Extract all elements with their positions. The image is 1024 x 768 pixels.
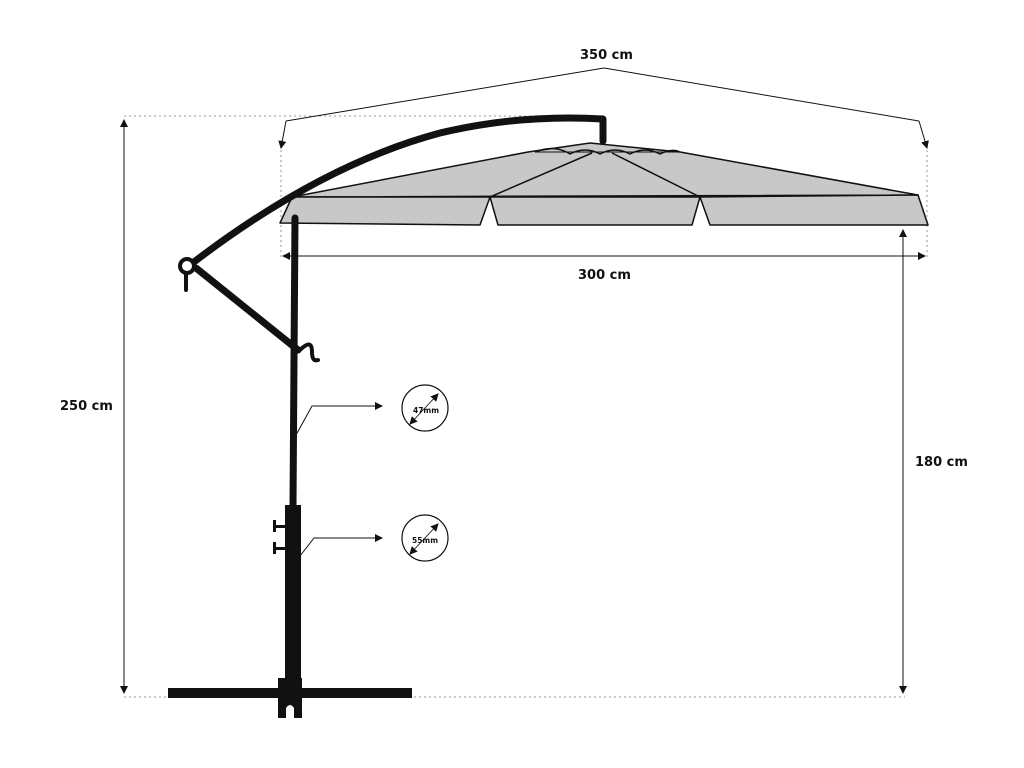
umbrella-base <box>168 505 412 718</box>
canopy-width-label: 300 cm <box>578 268 631 283</box>
clearance-height-label: 180 cm <box>915 455 968 470</box>
arc-width-label: 350 cm <box>580 48 633 63</box>
canopy <box>279 142 929 226</box>
lower-pipe-callout <box>299 514 449 562</box>
upper-pipe-diameter-label: 47mm <box>413 406 439 415</box>
upper-pipe-callout <box>295 384 449 436</box>
arc-width-dimension <box>278 67 929 149</box>
lower-pipe-diameter-label: 55mm <box>412 536 438 545</box>
umbrella-frame <box>178 114 607 509</box>
total-height-label: 250 cm <box>60 399 113 414</box>
